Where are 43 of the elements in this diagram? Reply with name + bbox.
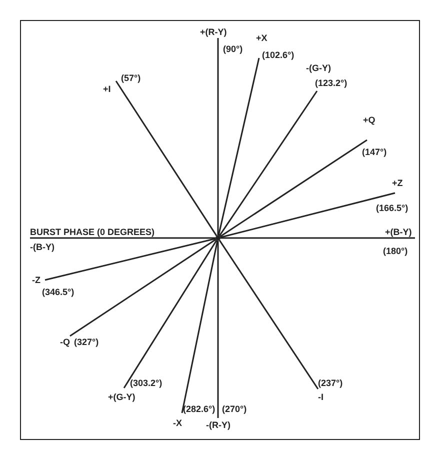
- phasor-line: [218, 90, 318, 236]
- axis-label: -Q: [60, 337, 70, 347]
- axis-label: +I: [103, 84, 111, 94]
- axis-label: (327°): [74, 337, 99, 347]
- phasor-line: [30, 237, 216, 239]
- axis-label: -(G-Y): [306, 63, 331, 73]
- axis-label: -Z: [32, 275, 40, 285]
- axis-label: (90°): [223, 44, 243, 54]
- phasor-line: [220, 237, 415, 239]
- phasor-line: [218, 58, 260, 236]
- axis-label: +Z: [392, 178, 403, 188]
- phasor-line: [220, 192, 396, 238]
- axis-label: +(R-Y): [200, 27, 227, 37]
- origin-dot: [216, 236, 220, 240]
- axis-label: (303.2°): [130, 378, 162, 388]
- axis-label: (282.6°): [183, 404, 216, 414]
- axis-label: +(B-Y): [385, 227, 412, 237]
- phasor-line: [217, 240, 219, 418]
- phasor-line: [217, 38, 219, 236]
- axis-label: (166.5°): [376, 203, 408, 213]
- axis-label: -X: [173, 418, 182, 428]
- phasor-line: [44, 238, 216, 281]
- axis-label: (346.5°): [42, 287, 74, 297]
- phasor-line: [220, 139, 368, 238]
- phasor-line: [70, 238, 216, 337]
- phasor-line: [181, 240, 218, 414]
- phasor-line: [123, 240, 218, 388]
- axis-label: -(R-Y): [206, 420, 230, 430]
- axis-label: (237°): [318, 378, 343, 388]
- axis-label: -I: [318, 392, 324, 402]
- axis-label: (147°): [362, 147, 387, 157]
- axis-label: -(B-Y): [30, 242, 54, 252]
- axis-label: +(G-Y): [108, 392, 136, 402]
- axis-label: (270°): [222, 404, 247, 414]
- phasor-line: [115, 80, 218, 236]
- axis-label: BURST PHASE (0 DEGREES): [30, 227, 155, 237]
- axis-label: (102.6°): [262, 50, 294, 60]
- phasor-line: [218, 240, 319, 390]
- axis-label: (57°): [121, 73, 141, 83]
- axis-label: (180°): [383, 246, 408, 256]
- axis-label: +Q: [363, 115, 376, 125]
- axis-label: (123.2°): [315, 78, 348, 88]
- axis-label: +X: [256, 33, 268, 43]
